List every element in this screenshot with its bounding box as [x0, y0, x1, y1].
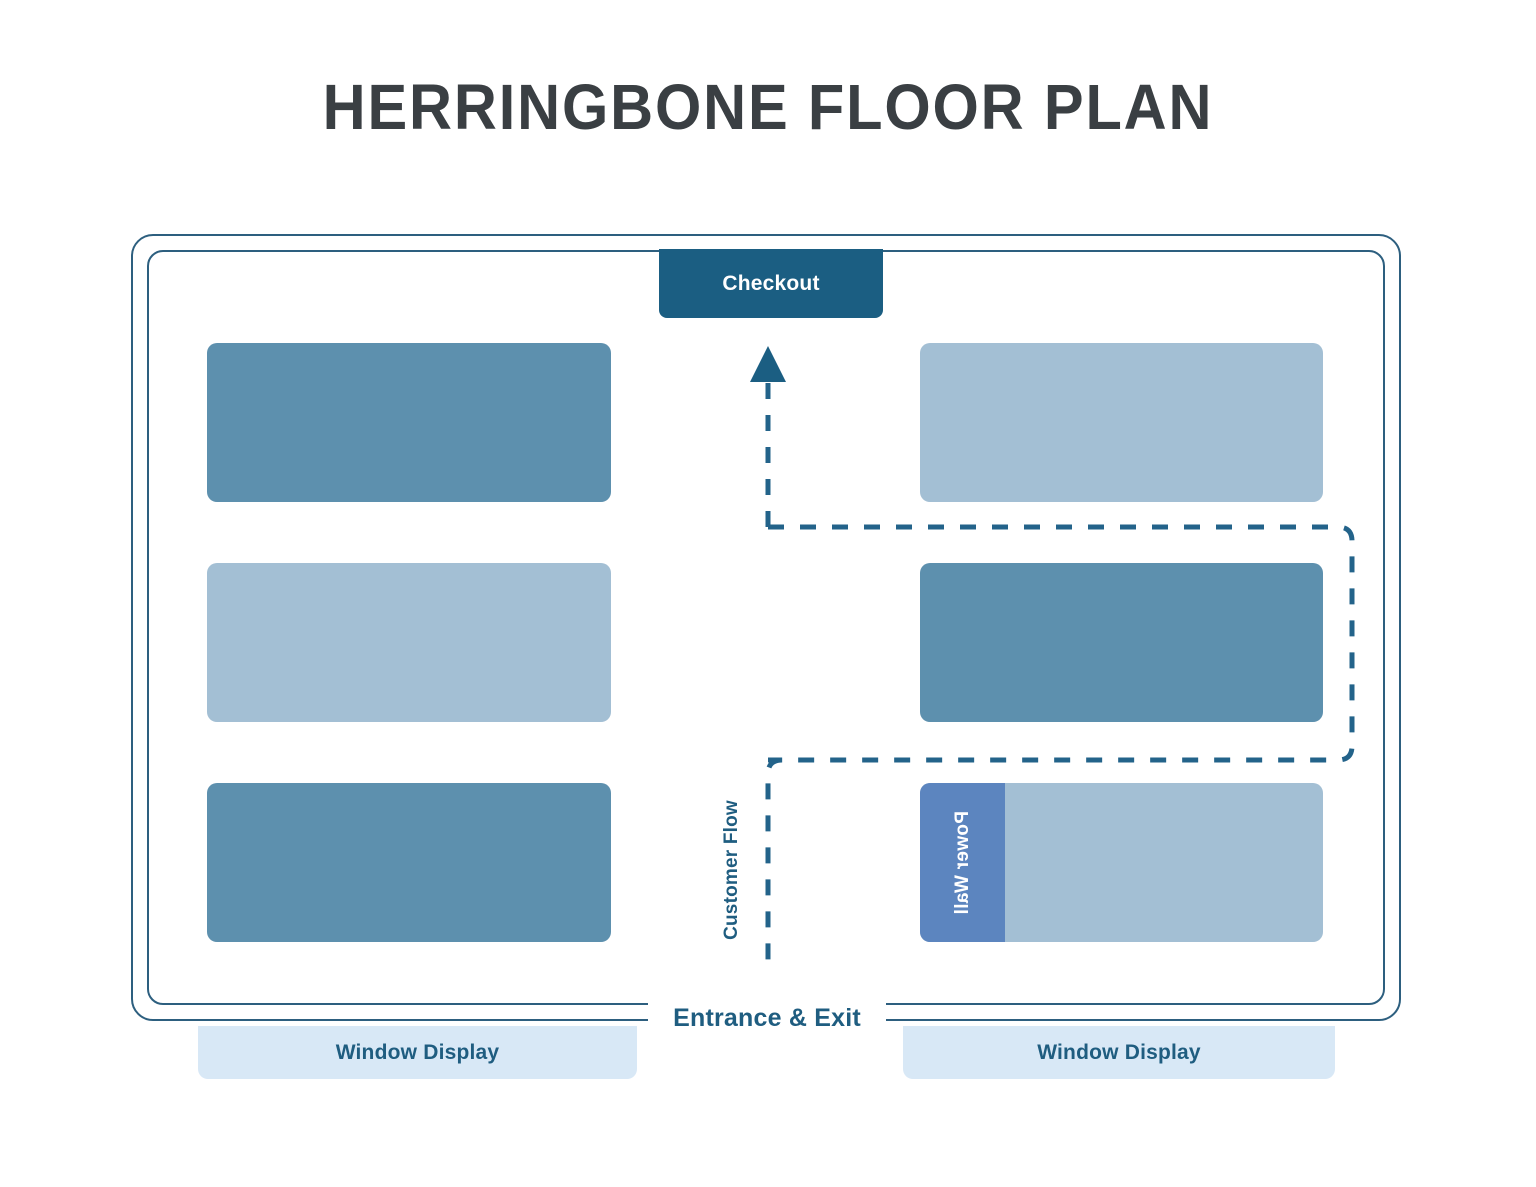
entrance-wall-gap — [648, 1000, 886, 1030]
window-display-left-label: Window Display — [335, 1040, 500, 1064]
checkout-zone[interactable]: Checkout — [659, 249, 883, 318]
page-title: HERRINGBONE FLOOR PLAN — [322, 71, 1214, 143]
entrance-exit-label: Entrance & Exit — [673, 1004, 861, 1032]
shelf-left-2[interactable] — [207, 563, 611, 722]
window-display-right[interactable]: Window Display — [903, 1026, 1335, 1079]
window-display-left[interactable]: Window Display — [198, 1026, 637, 1079]
customer-flow-label: Customer Flow — [662, 780, 802, 960]
power-wall-label: Power Wall — [951, 810, 973, 915]
power-wall[interactable]: Power Wall — [920, 783, 1005, 942]
shelf-left-3[interactable] — [207, 783, 611, 942]
checkout-label: Checkout — [722, 271, 820, 295]
shelf-left-1[interactable] — [207, 343, 611, 502]
shelf-right-1[interactable] — [920, 343, 1323, 502]
customer-flow-label-text: Customer Flow — [721, 800, 742, 940]
window-display-right-label: Window Display — [1037, 1040, 1201, 1064]
shelf-right-2[interactable] — [920, 563, 1323, 722]
